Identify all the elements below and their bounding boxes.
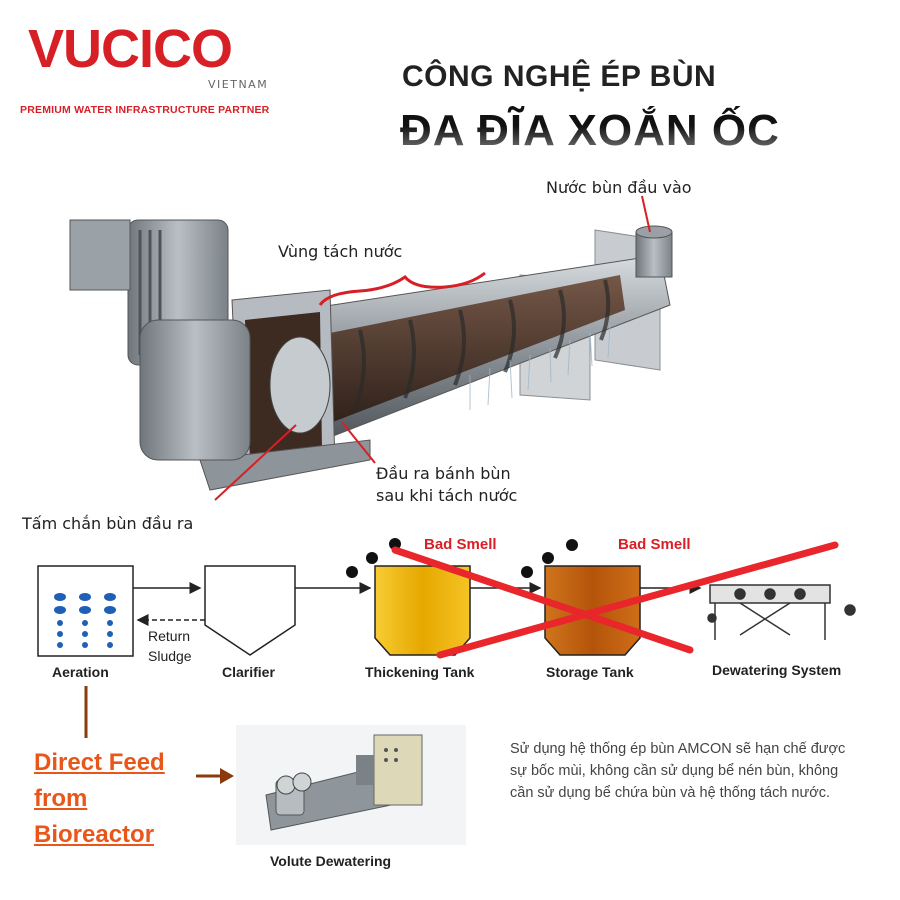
bad-smell-label-1: Bad Smell — [424, 536, 497, 553]
direct-feed-line-2: from — [34, 785, 88, 812]
thickening-tank-label: Thickening Tank — [365, 664, 475, 680]
logo-wordmark: VUCICO — [28, 19, 233, 79]
storage-tank-label: Storage Tank — [546, 664, 634, 680]
title-line-1: CÔNG NGHỆ ÉP BÙN — [402, 60, 717, 93]
outlet-disc — [269, 336, 331, 434]
label-outlet-plate: Tấm chắn bùn đầu ra — [22, 514, 194, 533]
dewatering-system — [707, 584, 856, 640]
logo-tagline: PREMIUM WATER INFRASTRUCTURE PARTNER — [20, 104, 270, 116]
volute-caption: Volute Dewatering — [270, 853, 392, 869]
label-separation-zone: Vùng tách nước — [278, 242, 403, 261]
bad-smell-skull-icons — [346, 538, 578, 578]
feed-connectors — [84, 686, 234, 784]
inlet-pipe — [635, 231, 673, 278]
gearbox — [139, 319, 251, 461]
separation-brace — [318, 271, 486, 306]
screw-press-drawing — [69, 195, 673, 501]
bad-smell-label-2: Bad Smell — [618, 536, 691, 553]
return-sludge-label-2: Sludge — [148, 648, 192, 664]
process-diagram: Bad Smell Bad Smell Aeration Return Slud… — [0, 530, 900, 690]
red-cross-mark — [391, 541, 839, 659]
aeration-label: Aeration — [52, 664, 109, 680]
sludge-core — [320, 275, 625, 425]
direct-feed-line-3: Bioreactor — [34, 821, 155, 848]
machine-illustration: Nước bùn đầu vào Vùng tách nước Đầu ra b… — [0, 160, 900, 540]
dewatering-system-label: Dewatering System — [712, 662, 842, 678]
label-outlet-1: Đầu ra bánh bùn — [376, 464, 511, 483]
brand-logo: VUCICO VIETNAM PREMIUM WATER INFRASTRUCT… — [20, 18, 298, 118]
process-flow-drawing — [37, 538, 856, 659]
clarifier-label: Clarifier — [222, 664, 275, 680]
return-sludge-label-1: Return — [148, 628, 191, 644]
direct-feed-line-1: Direct Feed — [34, 749, 165, 776]
direct-feed-text: Direct Feed from Bioreactor — [34, 745, 165, 853]
label-inlet: Nước bùn đầu vào — [546, 178, 692, 197]
volute-machine-image — [236, 725, 466, 845]
title-line-2: ĐA ĐĨA XOẮN ỐC — [400, 106, 780, 155]
label-outlet-2: sau khi tách nước — [376, 486, 518, 505]
thickening-tank — [374, 565, 471, 656]
description-text: Sử dụng hệ thống ép bùn AMCON sẽ hạn chế… — [510, 741, 846, 801]
logo-subtitle: VIETNAM — [208, 78, 269, 91]
clarifier-tank — [204, 565, 296, 656]
